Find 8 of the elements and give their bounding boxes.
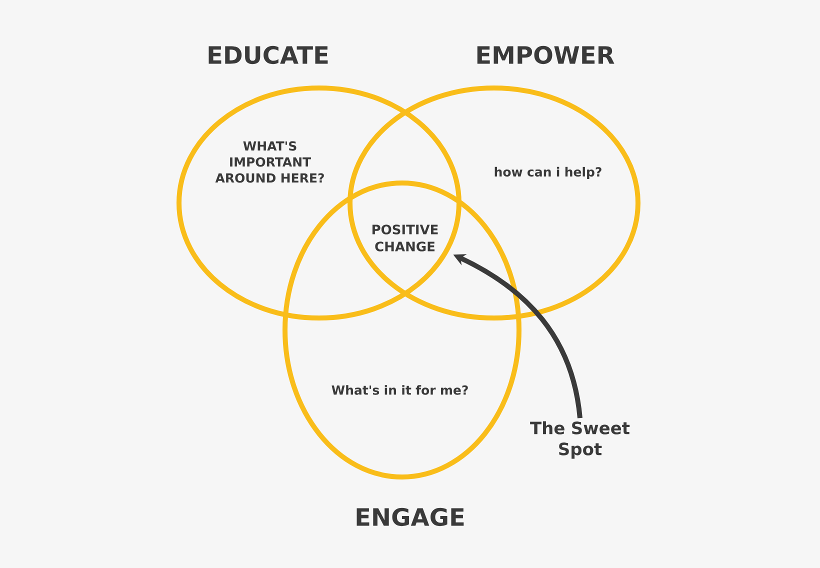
- heading: ENGAGE: [356, 508, 464, 526]
- heading: EDUCATE: [208, 46, 328, 64]
- heading: EMPOWER: [477, 46, 614, 64]
- region-text: WHAT'S IMPORTANT AROUND HERE?: [215, 141, 324, 183]
- region-text: how can i help?: [494, 166, 602, 180]
- label: POSITIVE CHANGE: [372, 224, 438, 252]
- label: The Sweet Spot: [530, 421, 630, 459]
- region-text: What's in it for me?: [332, 385, 468, 395]
